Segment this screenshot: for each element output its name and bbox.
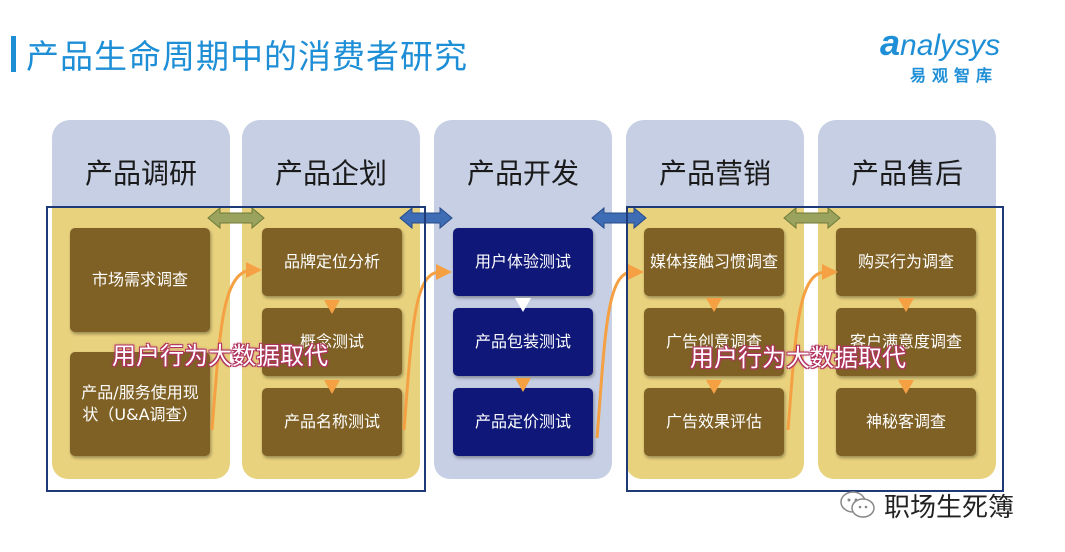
stage-label-research: 产品调研: [84, 157, 197, 190]
box-concept-test: 概念测试: [262, 308, 402, 376]
double-arrow-development-marketing: [591, 206, 647, 230]
page-title: 产品生命周期中的消费者研究: [26, 37, 468, 76]
box-ad-effect-evaluation: 广告效果评估: [644, 388, 784, 456]
box-ad-creative-survey: 广告创意调查: [644, 308, 784, 376]
box-user-experience-test: 用户体验测试: [453, 228, 593, 296]
wechat-icon: [840, 491, 875, 518]
box-packaging-test: 产品包装测试: [453, 308, 593, 376]
overlay-caption-left: 用户行为大数据取代: [112, 342, 328, 370]
frame-left-group: [46, 206, 426, 492]
down-arrows: [324, 298, 914, 394]
down-arrows-dev: [515, 298, 531, 312]
box-usage-and-attitude-survey: 产品/服务使用现状（U&A调查）: [70, 352, 210, 456]
box-purchase-behavior-survey: 购买行为调查: [836, 228, 976, 296]
watermark: 职场生死簿: [840, 485, 1014, 525]
double-arrow-marketing-aftersales: [783, 206, 841, 230]
double-arrow-research-planning: [207, 206, 265, 230]
title-accent-bar: [11, 36, 16, 72]
analysys-logo: analysys 易观智库: [880, 18, 1040, 88]
stage-label-marketing: 产品营销: [658, 157, 771, 190]
box-pricing-test: 产品定价测试: [453, 388, 593, 456]
transition-curves: [210, 268, 827, 439]
logo-chinese-name: 易观智库: [910, 66, 999, 85]
box-customer-satisfaction-survey: 客户满意度调查: [836, 308, 976, 376]
stage-label-planning: 产品企划: [274, 157, 387, 190]
frame-right-group: [626, 206, 1004, 492]
transition-arrowheads: [246, 262, 838, 280]
box-market-demand-survey: 市场需求调查: [70, 228, 210, 332]
box-media-habits-survey: 媒体接触习惯调查: [644, 228, 784, 296]
box-product-name-test: 产品名称测试: [262, 388, 402, 456]
box-brand-positioning: 品牌定位分析: [262, 228, 402, 296]
double-arrow-planning-development: [399, 206, 453, 230]
stage-label-aftersales: 产品售后: [850, 157, 963, 190]
logo-wordmark: analysys: [880, 22, 1001, 63]
overlay-caption-right: 用户行为大数据取代: [690, 344, 906, 372]
stage-label-development: 产品开发: [466, 157, 579, 190]
box-mystery-shopper-survey: 神秘客调查: [836, 388, 976, 456]
watermark-text: 职场生死簿: [884, 492, 1015, 523]
